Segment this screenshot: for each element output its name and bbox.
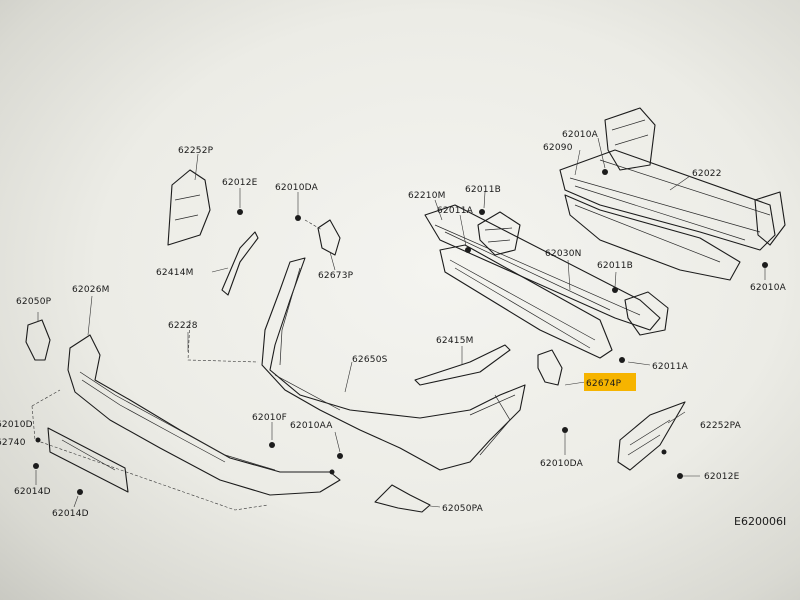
label-62010da-lower: 62010DA [540, 459, 584, 469]
side-bracket-left [167, 169, 211, 246]
label-62414m: 62414M [156, 268, 194, 278]
fasteners [33, 169, 768, 495]
bracket-62674p [537, 349, 563, 386]
label-62674p: 62674P [586, 379, 622, 389]
label-62050pa: 62050PA [442, 504, 484, 514]
label-62012e: 62012E [222, 178, 258, 188]
side-bracket-right [617, 401, 686, 471]
label-62010aa: 62010AA [290, 421, 333, 431]
label-62650s: 62650S [352, 355, 388, 365]
trim-strip-left [221, 231, 259, 296]
label-62090: 62090 [543, 143, 573, 153]
label-62740: 62740 [0, 438, 26, 448]
label-62010da: 62010DA [275, 183, 319, 193]
label-62415m: 62415M [436, 336, 474, 346]
label-62010f: 62010F [252, 413, 287, 423]
label-62050p: 62050P [16, 297, 52, 307]
trim-strip-right [414, 344, 511, 386]
label-62012e-lower: 62012E [704, 472, 740, 482]
label-62010d: 62010D [0, 420, 33, 430]
label-62030n: 62030N [545, 249, 582, 259]
label-62252pa: 62252PA [700, 421, 742, 431]
label-62011a-lower: 62011A [652, 362, 689, 372]
bumper-fascia [261, 257, 526, 471]
label-62011a: 62011A [437, 206, 474, 216]
label-62228: 62228 [168, 321, 198, 331]
part-labels: 62252P 62012E 62010DA 62210M 62011B 6201… [0, 130, 787, 528]
bracket-right [624, 291, 669, 336]
label-62011b-lower: 62011B [597, 261, 633, 271]
label-62011b: 62011B [465, 185, 501, 195]
label-62252p: 62252P [178, 146, 214, 156]
label-62014d-lower: 62014D [52, 509, 89, 519]
bumper-reinforcement-beam [559, 107, 786, 281]
cover-62050p [25, 319, 51, 361]
label-62010a: 62010A [562, 130, 599, 140]
bracket-62011b [477, 211, 521, 256]
label-62210m: 62210M [408, 191, 446, 201]
label-62673p: 62673P [318, 271, 354, 281]
label-62014d: 62014D [14, 487, 51, 497]
leader-lines [35, 137, 766, 508]
diagram-reference-code: E620006I [734, 515, 786, 528]
label-62022: 62022 [692, 169, 722, 179]
lower-cover [67, 334, 341, 496]
clip-62673p [317, 219, 341, 256]
label-62026m: 62026M [72, 285, 110, 295]
highlight-box [584, 373, 636, 391]
license-bracket [47, 427, 129, 493]
label-62010a-lower: 62010A [750, 283, 787, 293]
lower-absorber [439, 244, 613, 359]
cover-62050pa [374, 484, 431, 513]
